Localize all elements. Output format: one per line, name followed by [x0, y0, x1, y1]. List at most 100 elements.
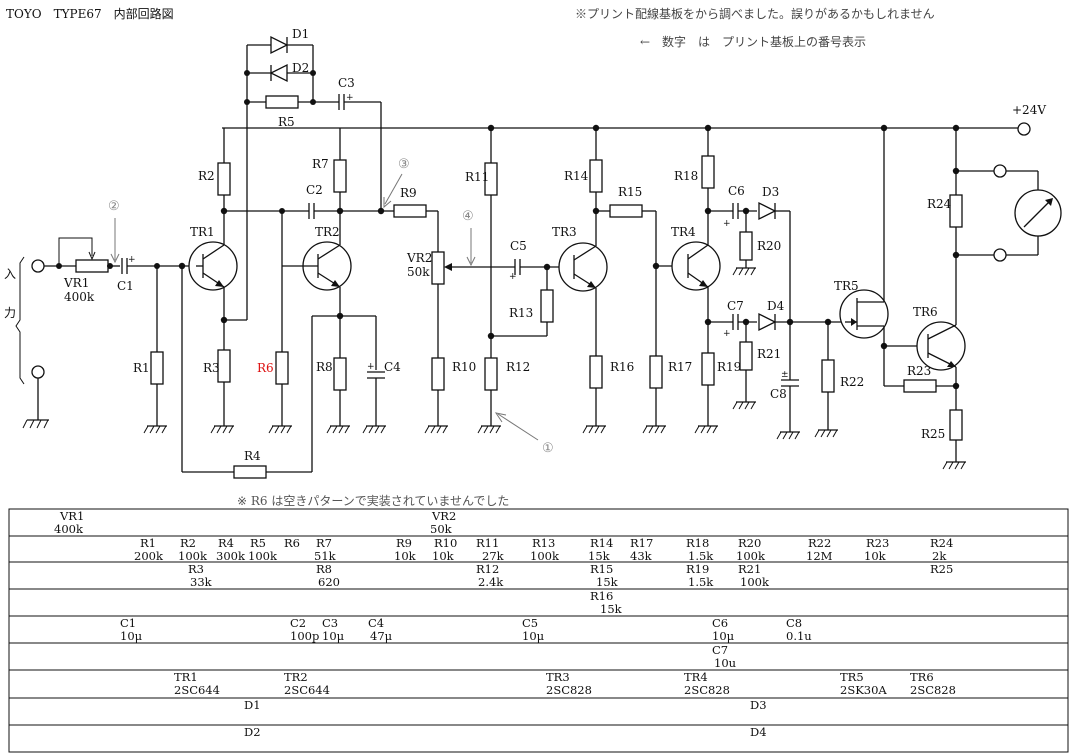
parts-table-part-vr2: VR2: [431, 509, 456, 523]
r9-label: R9: [400, 186, 417, 200]
d1-label: D1: [292, 27, 309, 41]
parts-table-value-r7: 51k: [314, 549, 337, 563]
parts-table-value-tr6: 2SC828: [910, 683, 956, 697]
parts-table-value-tr4: 2SC828: [684, 683, 730, 697]
r12-label: R12: [506, 360, 530, 374]
parts-table-part-r8: R8: [316, 562, 332, 576]
r3-label: R3: [203, 361, 220, 375]
r18-label: R18: [674, 169, 698, 183]
r1-label: R1: [133, 361, 150, 375]
tr4-label: TR4: [671, 225, 696, 239]
vr1-label: VR1: [63, 276, 89, 290]
parts-table-part-c1: C1: [120, 616, 136, 630]
vr2-label: VR2: [406, 251, 432, 265]
marker-2: ②: [108, 199, 120, 214]
tr1-label: TR1: [190, 225, 215, 239]
parts-table-value-c7: 10u: [714, 656, 736, 670]
r23-label: R23: [907, 364, 931, 378]
parts-table-part-r11: R11: [476, 536, 499, 550]
parts-table-value-r18: 1.5k: [688, 549, 714, 563]
r4-label: R4: [244, 449, 261, 463]
parts-table-part-r25: R25: [930, 562, 953, 576]
tr1-transistor: [188, 241, 238, 291]
r8-label: R8: [316, 360, 333, 374]
supply-terminal: [1017, 122, 1031, 136]
tr4-transistor: [671, 241, 721, 291]
table-note: ※ R6 は空きパターンで実装されていませんでした: [237, 493, 509, 508]
c6-label: C6: [728, 184, 745, 198]
parts-table-value-vr1: 400k: [54, 522, 84, 536]
parts-table-value-r20: 100k: [736, 549, 766, 563]
parts-table-part-vr1: VR1: [59, 509, 84, 523]
header-note-pcb: ※プリント配線基板をから調べました。誤りがあるかもしれません: [575, 6, 935, 21]
parts-table-part-r15: R15: [590, 562, 613, 576]
d2-label: D2: [292, 61, 309, 75]
input-terminal: [31, 259, 45, 273]
parts-table-value-c5: 10μ: [522, 629, 545, 643]
d3-label: D3: [762, 185, 779, 199]
parts-table-part-tr4: TR4: [684, 670, 708, 684]
r16-label: R16: [610, 360, 634, 374]
parts-table-value-r21: 100k: [740, 575, 770, 589]
parts-table-part-r17: R17: [630, 536, 653, 550]
parts-table-value-r19: 1.5k: [688, 575, 714, 589]
parts-table-part-r2: R2: [180, 536, 196, 550]
parts-table-value-r10: 10k: [432, 549, 455, 563]
tr6-transistor: [916, 321, 966, 371]
parts-table-value-tr1: 2SC644: [174, 683, 220, 697]
parts-table-part-r20: R20: [738, 536, 761, 550]
tr3-label: TR3: [552, 225, 577, 239]
svg-text:+: +: [367, 362, 375, 372]
parts-table-part-c2: C2: [290, 616, 306, 630]
parts-table-value-c3: 10μ: [322, 629, 345, 643]
r10-label: R10: [452, 360, 476, 374]
r13-label: R13: [509, 306, 533, 320]
parts-table-value-r3: 33k: [190, 575, 213, 589]
tr2-stage: R7 TR2 R8 + C4 ③: [282, 128, 410, 426]
c5-label: C5: [510, 239, 527, 253]
tr5-label: TR5: [834, 279, 859, 293]
r24-label: R24: [927, 197, 952, 211]
parts-table-value-r1: 200k: [134, 549, 164, 563]
parts-table-part-c4: C4: [368, 616, 384, 630]
c4-label: C4: [384, 360, 401, 374]
parts-table-value-c2: 100p: [290, 629, 319, 643]
r15-label: R15: [618, 185, 642, 199]
vr1-value: 400k: [64, 290, 95, 304]
parts-table-value-r16: 15k: [600, 602, 623, 616]
parts-table-part-r18: R18: [686, 536, 709, 550]
r14-label: R14: [564, 169, 589, 183]
parts-table-value-r2: 100k: [178, 549, 208, 563]
tr1-stage: D1 D2 R5 + C3 R2 TR1: [181, 27, 382, 479]
svg-text:+: +: [509, 272, 517, 282]
output-stage: TR5 TR6 R23 R25 R24: [834, 128, 1062, 470]
parts-table-part-d4: D4: [750, 725, 767, 739]
ground-symbols: [143, 425, 838, 440]
r6-label: R6: [257, 361, 274, 375]
parts-table-part-r4: R4: [218, 536, 234, 550]
tr6-label: TR6: [913, 305, 938, 319]
input-label-2: 力: [4, 306, 16, 320]
parts-table-part-c8: C8: [786, 616, 802, 630]
parts-table-part-c7: C7: [712, 643, 728, 657]
parts-table-value-r14: 15k: [588, 549, 611, 563]
svg-text:+: +: [723, 329, 731, 339]
parts-table-part-r16: R16: [590, 589, 613, 603]
input-label-1: 入: [4, 267, 16, 281]
c7-label: C7: [727, 299, 744, 313]
parts-table-part-r9: R9: [396, 536, 412, 550]
r21-label: R21: [757, 347, 781, 361]
parts-table-value-r24: 2k: [932, 549, 947, 563]
r22-label: R22: [840, 375, 864, 389]
r2-label: R2: [198, 169, 215, 183]
parts-table-part-c6: C6: [712, 616, 728, 630]
parts-table-part-r22: R22: [808, 536, 831, 550]
r7-label: R7: [312, 157, 329, 171]
parts-table-part-tr3: TR3: [546, 670, 570, 684]
r20-label: R20: [757, 239, 781, 253]
parts-table-part-r10: R10: [434, 536, 457, 550]
r25-label: R25: [921, 427, 945, 441]
r19-label: R19: [717, 360, 741, 374]
parts-table-part-r3: R3: [188, 562, 204, 576]
